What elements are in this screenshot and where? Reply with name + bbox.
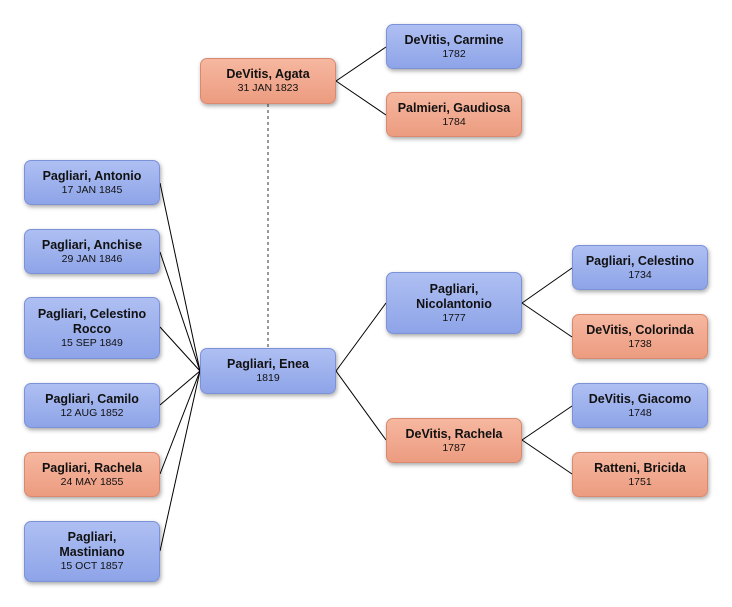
parent-connector [521,267,573,304]
person-name: DeVitis, Carmine [404,32,504,47]
person-date: 29 JAN 1846 [61,252,123,265]
parent-connector [335,80,387,116]
child-connector [159,370,201,552]
person-node-colorinda[interactable]: DeVitis, Colorinda 1738 [572,314,708,359]
person-node-gaudiosa[interactable]: Palmieri, Gaudiosa 1784 [386,92,522,137]
person-date: 1777 [442,311,466,324]
person-name: Pagliari, Anchise [41,237,143,252]
person-date: 1738 [628,337,652,350]
person-date: 1748 [628,406,652,419]
person-name: Pagliari, Celestino Rocco [37,306,147,336]
person-node-giacomo[interactable]: DeVitis, Giacomo 1748 [572,383,708,428]
person-name: Pagliari, Camilo [45,391,139,406]
person-date: 31 JAN 1823 [237,82,299,94]
person-node-mastiniano[interactable]: Pagliari, Mastiniano 15 OCT 1857 [24,521,160,582]
person-name: DeVitis, Agata [226,67,310,81]
person-date: 1782 [442,47,466,60]
person-name: Pagliari, Celestino [585,253,695,268]
person-node-anchise[interactable]: Pagliari, Anchise 29 JAN 1846 [24,229,160,274]
person-date: 12 AUG 1852 [60,406,124,419]
parent-connector [335,302,387,372]
person-node-bricida[interactable]: Ratteni, Bricida 1751 [572,452,708,497]
parent-connector [521,302,573,338]
person-name: DeVitis, Giacomo [588,391,692,406]
person-node-rachela-mother[interactable]: DeVitis, Rachela 1787 [386,418,522,463]
person-name: Pagliari, Antonio [42,168,142,183]
child-connector [159,182,201,372]
child-connector [159,370,201,406]
parent-connector [335,370,387,441]
person-node-enea[interactable]: Pagliari, Enea 1819 [200,348,336,394]
person-date: 15 SEP 1849 [61,336,123,349]
person-name: Pagliari, Mastiniano [59,530,125,559]
person-node-agata[interactable]: DeVitis, Agata 31 JAN 1823 [200,58,336,104]
person-node-camilo[interactable]: Pagliari, Camilo 12 AUG 1852 [24,383,160,428]
person-name: DeVitis, Rachela [405,426,503,441]
person-node-nicolantonio[interactable]: Pagliari, Nicolantonio 1777 [386,272,522,334]
person-name: DeVitis, Colorinda [586,322,694,337]
person-node-antonio[interactable]: Pagliari, Antonio 17 JAN 1845 [24,160,160,205]
child-connector [159,370,201,475]
person-node-carmine[interactable]: DeVitis, Carmine 1782 [386,24,522,69]
person-date: 1819 [256,372,280,384]
person-name: Pagliari, Rachela [41,460,143,475]
person-name: Ratteni, Bricida [594,460,686,475]
person-name: Pagliari, Enea [227,357,309,371]
parent-connector [521,405,573,441]
person-date: 1787 [442,441,466,454]
person-date: 15 OCT 1857 [60,560,124,572]
child-connector [159,251,201,372]
person-date: 24 MAY 1855 [60,475,124,488]
person-name: Palmieri, Gaudiosa [397,100,511,115]
person-node-celestino-rocco[interactable]: Pagliari, Celestino Rocco 15 SEP 1849 [24,297,160,359]
person-node-rachela-child[interactable]: Pagliari, Rachela 24 MAY 1855 [24,452,160,497]
person-name: Pagliari, Nicolantonio [416,281,492,311]
person-date: 1784 [442,115,466,128]
person-date: 17 JAN 1845 [61,183,123,196]
child-connector [159,326,201,372]
person-date: 1751 [628,475,652,488]
parent-connector [335,46,387,82]
parent-connector [521,439,573,475]
person-date: 1734 [628,268,652,281]
person-node-celestino-grandfather[interactable]: Pagliari, Celestino 1734 [572,245,708,290]
